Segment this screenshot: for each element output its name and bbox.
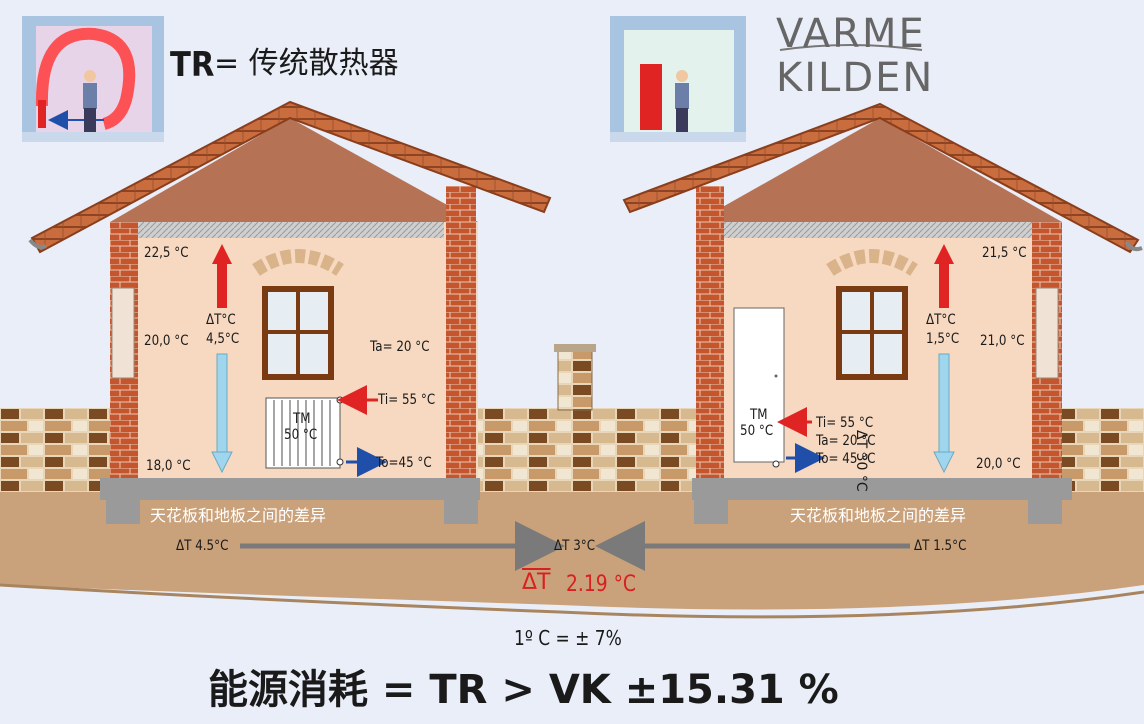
left-temp-ceiling: 22,5 °C [144, 245, 189, 261]
right-ground-caption: 天花板和地板之间的差异 [790, 506, 967, 525]
left-house [28, 100, 552, 524]
tr-label: TR [170, 45, 215, 85]
right-to: To= 45 °C [816, 451, 876, 467]
ground [0, 490, 1144, 610]
right-temp-middle: 21,0 °C [980, 333, 1025, 349]
logo-line2: KILDEN [776, 55, 935, 101]
arrow-down-icon [211, 353, 233, 474]
right-delta-label: ΔT°C [926, 312, 956, 328]
stone-wall-left [0, 408, 110, 492]
left-to: To=45 °C [376, 455, 432, 471]
left-ta: Ta= 20 °C [370, 339, 430, 355]
right-house [622, 102, 1143, 524]
average-delta-symbol: ΔT [522, 570, 551, 595]
window-icon [262, 286, 334, 380]
person-icon-right [675, 70, 689, 132]
logo-line1: VARME [776, 11, 926, 57]
left-delta-comparison: ΔT 4.5°C [176, 538, 229, 554]
stone-wall-center [476, 408, 696, 492]
arrow-up-icon [212, 244, 232, 308]
person-icon [83, 70, 97, 132]
right-delta-value: 1,5°C [926, 331, 960, 347]
left-radiator-temp: 50 °C [284, 427, 318, 443]
traditional-room-thumbnail [22, 16, 164, 142]
degree-rule: 1º C = ± 7% [514, 626, 622, 650]
right-vertical-delta: ΔT 30 °C [853, 430, 869, 492]
left-delta-value: 4,5°C [206, 331, 240, 347]
arrow-up-icon-right [934, 244, 954, 308]
left-ti: Ti= 55 °C [378, 392, 436, 408]
right-temp-ceiling: 21,5 °C [982, 245, 1027, 261]
left-temp-middle: 20,0 °C [144, 333, 189, 349]
left-temp-floor: 18,0 °C [146, 458, 191, 474]
tr-definition: = 传统散热器 [214, 46, 399, 81]
left-ground-caption: 天花板和地板之间的差异 [150, 506, 327, 525]
right-panel-temp: 50 °C [740, 423, 774, 439]
radiator-icon [265, 396, 344, 469]
right-delta-comparison: ΔT 1.5°C [914, 538, 967, 554]
energy-formula: 能源消耗 = TR > VK ±15.31 % [208, 667, 839, 713]
window-icon-right [836, 286, 908, 380]
stone-wall-right [1062, 408, 1144, 492]
left-delta-label: ΔT°C [206, 312, 236, 328]
right-panel-label: TM [750, 407, 768, 423]
varmekilden-room-thumbnail [610, 16, 746, 142]
center-delta-comparison: ΔT 3°C [554, 538, 596, 554]
right-ti: Ti= 55 °C [816, 415, 874, 431]
average-delta-value: 2.19 °C [566, 572, 636, 597]
arrow-down-icon-right [933, 353, 955, 474]
right-ta: Ta= 20 °C [816, 433, 876, 449]
right-temp-floor: 20,0 °C [976, 456, 1021, 472]
left-radiator-label: TM [293, 411, 311, 427]
chimney-icon [554, 344, 596, 411]
panel-heater-icon [733, 307, 785, 468]
